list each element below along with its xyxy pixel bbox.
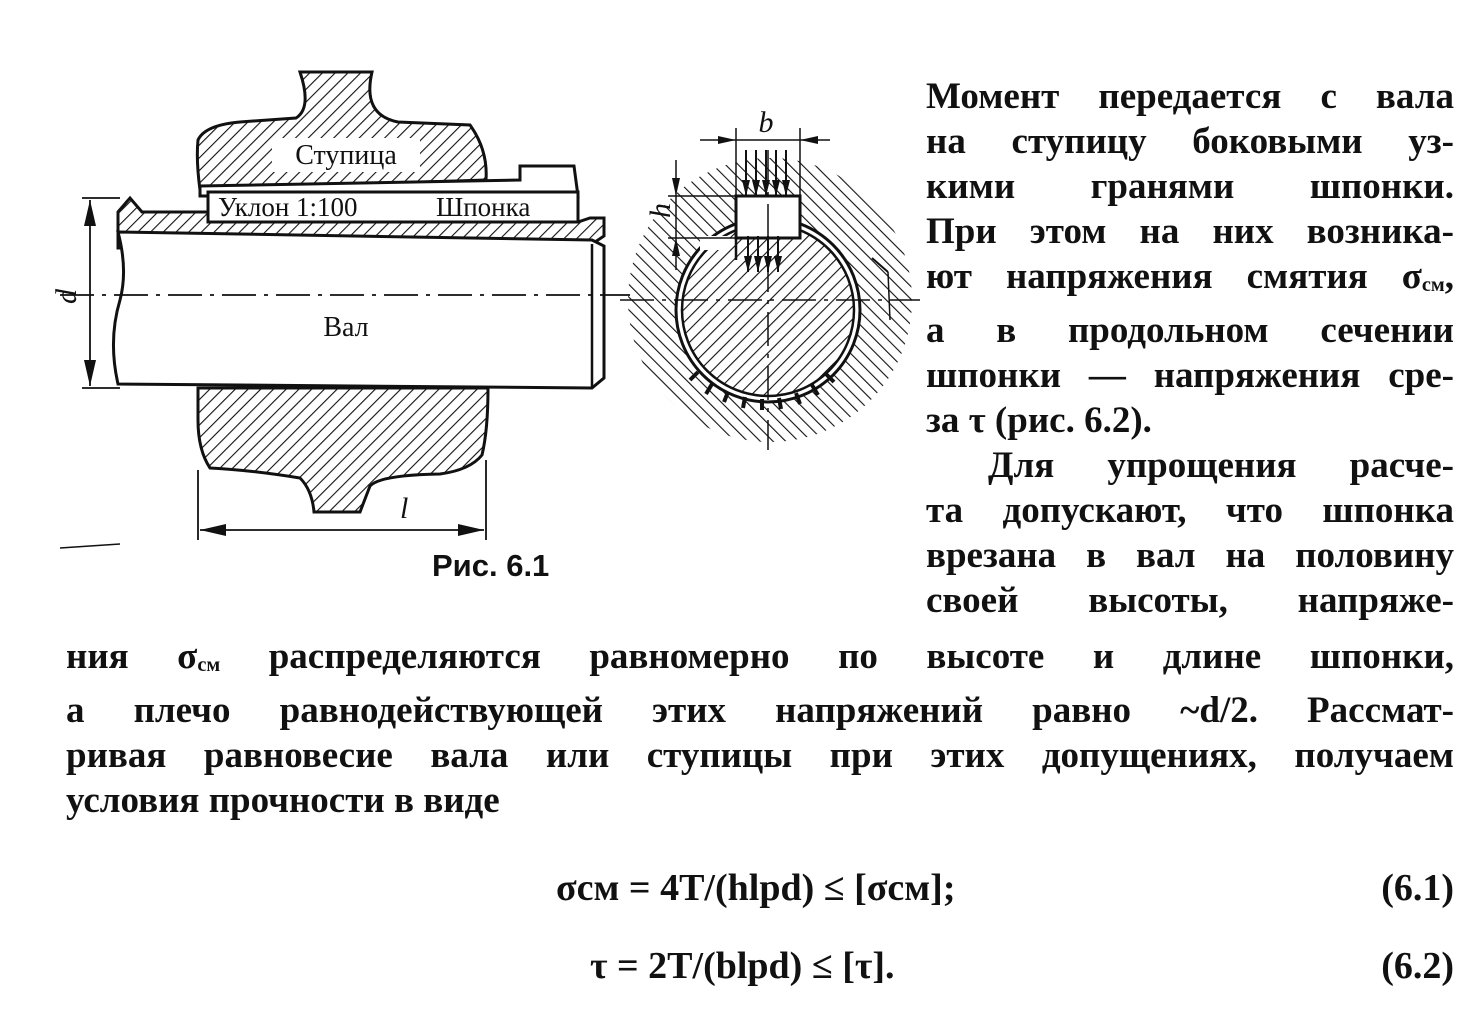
- col-line: за τ (рис. 6.2).: [926, 400, 1152, 442]
- taper-label: Уклон 1:100: [218, 192, 358, 222]
- full-line: а плечо равнодействующей этих напряжений…: [66, 690, 1454, 732]
- height-label: h: [644, 203, 677, 218]
- col-line: При этом на них возника-: [926, 211, 1454, 252]
- equation-number-6-1: (6.1): [1381, 867, 1454, 909]
- col-line: своей высоты, напряже-: [926, 580, 1454, 622]
- col-line: кими гранями шпонки.: [926, 166, 1454, 207]
- longitudinal-section: Ступица Уклон 1:100 Шпонка Вал d l: [50, 70, 630, 549]
- equation-6-1: σсм = 4T/(hlрd) ≤ [σсм];: [556, 867, 956, 909]
- col-line: та допускают, что шпонка: [926, 490, 1454, 532]
- col-line: на ступицу боковыми уз-: [926, 121, 1454, 162]
- length-label: l: [400, 492, 408, 525]
- col-line: а в продольном сечении: [926, 310, 1454, 352]
- col-line: ют напряжения смятия σсм,: [926, 256, 1454, 297]
- right-column-text: Момент передается с вала на ступицу боко…: [926, 74, 1454, 623]
- diameter-label: d: [50, 288, 83, 304]
- col-line: Момент передается с вала: [926, 76, 1454, 117]
- hub-label: Ступица: [295, 140, 397, 171]
- cross-section: b h: [620, 106, 920, 450]
- hub-lower: [196, 386, 490, 514]
- equation-6-2: τ = 2T/(blрd) ≤ [τ].: [590, 945, 895, 987]
- figure-6-1: Ступица Уклон 1:100 Шпонка Вал d l: [50, 70, 920, 549]
- shaft-label: Вал: [323, 312, 368, 343]
- full-line: условия прочности в виде: [66, 780, 500, 822]
- width-label: b: [759, 106, 774, 139]
- col-line: Для упрощения расче-: [988, 445, 1454, 487]
- col-line: врезана в вал на половину: [926, 535, 1454, 577]
- hub-upper: [195, 70, 488, 192]
- figure-caption: Рис. 6.1: [432, 548, 550, 583]
- col-line: шпонки — напряжения сре-: [926, 355, 1454, 397]
- equation-number-6-2: (6.2): [1381, 945, 1454, 987]
- shaft: [112, 230, 606, 390]
- full-width-text: ния σсм распределяются равномерно по выс…: [66, 634, 1454, 823]
- full-line: ривая равновесие вала или ступицы при эт…: [66, 735, 1454, 777]
- key-label: Шпонка: [436, 192, 530, 222]
- full-line: ния σсм распределяются равномерно по выс…: [66, 636, 1455, 677]
